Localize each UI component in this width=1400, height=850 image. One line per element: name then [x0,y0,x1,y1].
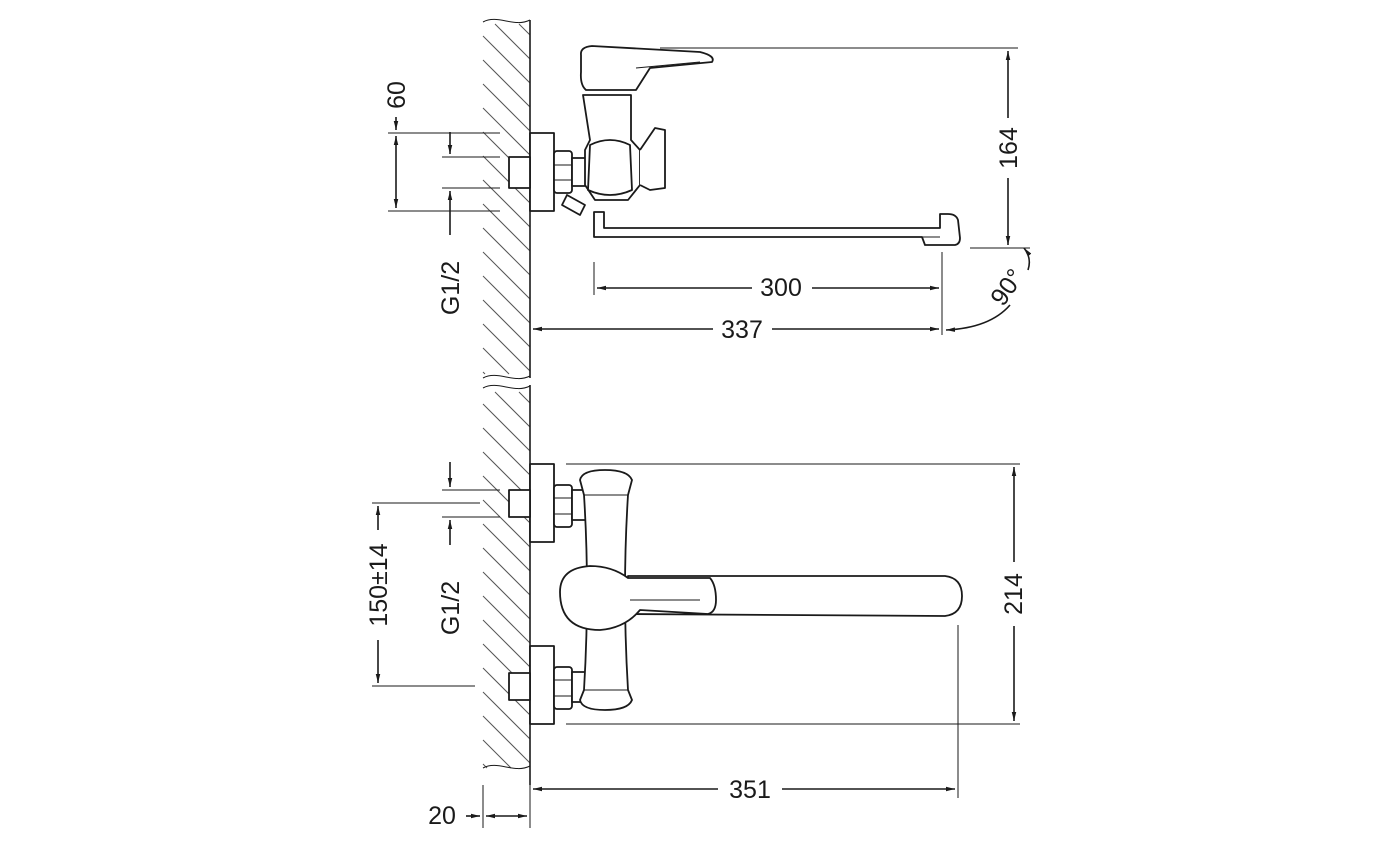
hatch-line [518,23,531,36]
hatch-line [482,347,510,375]
wall-pipe-stub-top [508,156,531,189]
hatch-line [482,691,531,740]
hatch-line [482,403,531,452]
hatch-line [482,83,531,132]
hex-nut-lower [553,666,573,710]
hatch-line [482,739,512,769]
hatch-line [482,571,531,620]
thread-label-top: G1/2 [437,261,465,315]
hatch-line [482,715,531,764]
wall-flange-top [529,132,555,212]
hatch-line [518,391,531,404]
dim-center-distance: 150±14 [365,543,393,626]
hatch-line [482,763,488,769]
dim-height-top: 164 [995,127,1023,169]
hex-nut-upper [553,484,573,528]
hatch-line [494,391,531,428]
hatch-line [482,547,531,596]
dim-total-reach-top: 337 [721,316,763,344]
hatch-line [482,155,531,204]
mixer-cartridge-side [587,139,633,196]
hatch-line [482,323,531,372]
hatch-line [482,35,531,84]
wall-flange-upper [529,463,555,543]
hatch-line [482,299,531,348]
hex-nut-top [553,150,573,194]
dim-total-reach-bottom: 351 [729,776,771,804]
top-view [508,45,961,246]
eccentric-top [571,157,587,187]
thread-label-bottom: G1/2 [437,581,465,635]
hatch-line [482,251,531,300]
dim-rotation-angle: 90° [985,264,1030,311]
wall-hatching-bottom [482,391,531,769]
hatch-line [482,275,531,324]
hatch-line [482,619,531,668]
spout-side [593,211,961,246]
hatch-line [482,107,531,156]
hatch-line [482,203,531,252]
wall-break-mid-2 [482,384,531,390]
hatch-line [482,667,531,716]
wall-hatching-top [482,23,531,375]
lever-handle-side [579,45,714,91]
hatch-line [482,499,531,548]
wall-section [482,18,531,785]
bottom-view-dimensions: 214 351 20 150±14 G1/2 [365,462,1028,830]
diverter-knob-side [639,127,666,191]
wall-pipe-stub-upper [508,489,531,518]
wall-break-mid-1 [482,374,531,380]
bottom-view [508,463,963,725]
dim-offset: 60 [383,81,411,109]
hatch-line [494,23,531,60]
hatch-line [482,427,531,476]
hatch-line [482,523,531,572]
wall-break-top [482,18,531,24]
hatch-line [482,227,531,276]
wall-flange-lower [529,645,555,725]
dim-wall-thickness: 20 [428,802,456,830]
hatch-line [482,59,531,108]
top-view-dimensions: 164 300 337 90° 60 G1/2 [383,47,1032,344]
lever-handle-front [559,565,717,631]
hatch-line [482,371,486,375]
wall-break-bottom [482,764,531,770]
dim-height-bottom: 214 [1000,573,1028,615]
dim-spout-reach: 300 [760,274,802,302]
wall-pipe-stub-lower [508,672,531,701]
shower-outlet-side [561,194,586,216]
hatch-line [482,595,531,644]
